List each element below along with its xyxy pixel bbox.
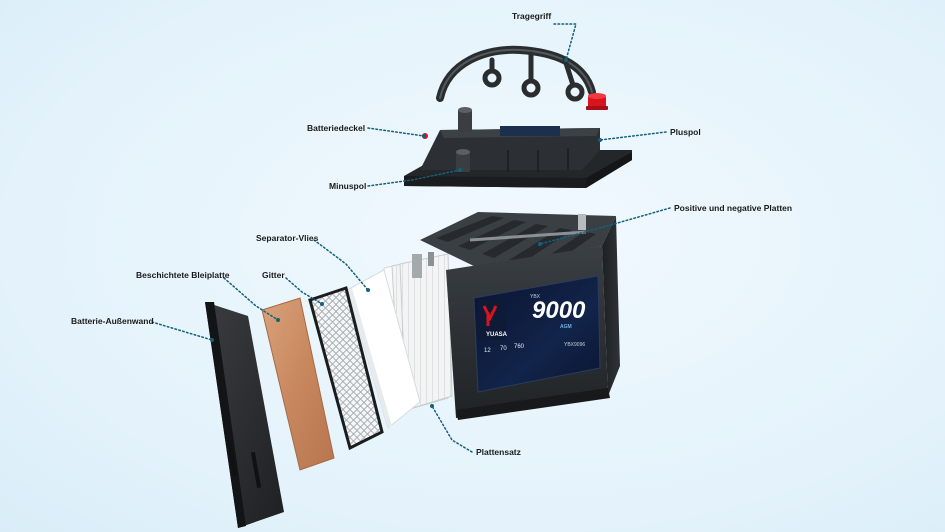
model-number: 9000	[532, 297, 586, 324]
leader-lines	[151, 23, 671, 453]
brand-name: YUASA	[486, 332, 508, 338]
carrying-handle	[436, 45, 596, 102]
label-plus-pole: Pluspol	[670, 127, 701, 137]
spec-voltage: 12	[484, 348, 491, 354]
label-plate-pack: Plattensatz	[476, 447, 521, 457]
label-battery-lid: Batteriedeckel	[307, 123, 366, 133]
separator-fleece	[346, 269, 421, 429]
part-number: YBX9096	[564, 342, 585, 348]
model-prefix: YBX	[530, 294, 541, 300]
label-coated-lead-plate: Beschichtete Bleiplatte	[136, 270, 230, 280]
battery-outer-wall	[205, 302, 284, 528]
label-carrying-handle: Tragegriff	[512, 11, 552, 21]
battery-lid	[404, 107, 632, 188]
spec-capacity: 70	[500, 346, 507, 352]
plus-pole-cap	[586, 93, 608, 110]
battery-label-text: YUASA YBX 9000 AGM 12 70 760 YBX9096	[484, 294, 586, 354]
spec-cca: 760	[514, 344, 525, 350]
label-minus-pole: Minuspol	[329, 181, 367, 191]
label-outer-wall: Batterie-Außenwand	[71, 316, 154, 326]
label-lead-grid: Gitter	[262, 270, 285, 280]
lead-grid	[308, 286, 384, 451]
coated-lead-plate	[261, 297, 335, 471]
series-name: AGM	[560, 324, 572, 330]
label-separator-fleece: Separator-Vlies	[256, 233, 319, 243]
battery-case	[420, 212, 620, 420]
label-positive-negative-plates: Positive und negative Platten	[674, 203, 793, 213]
